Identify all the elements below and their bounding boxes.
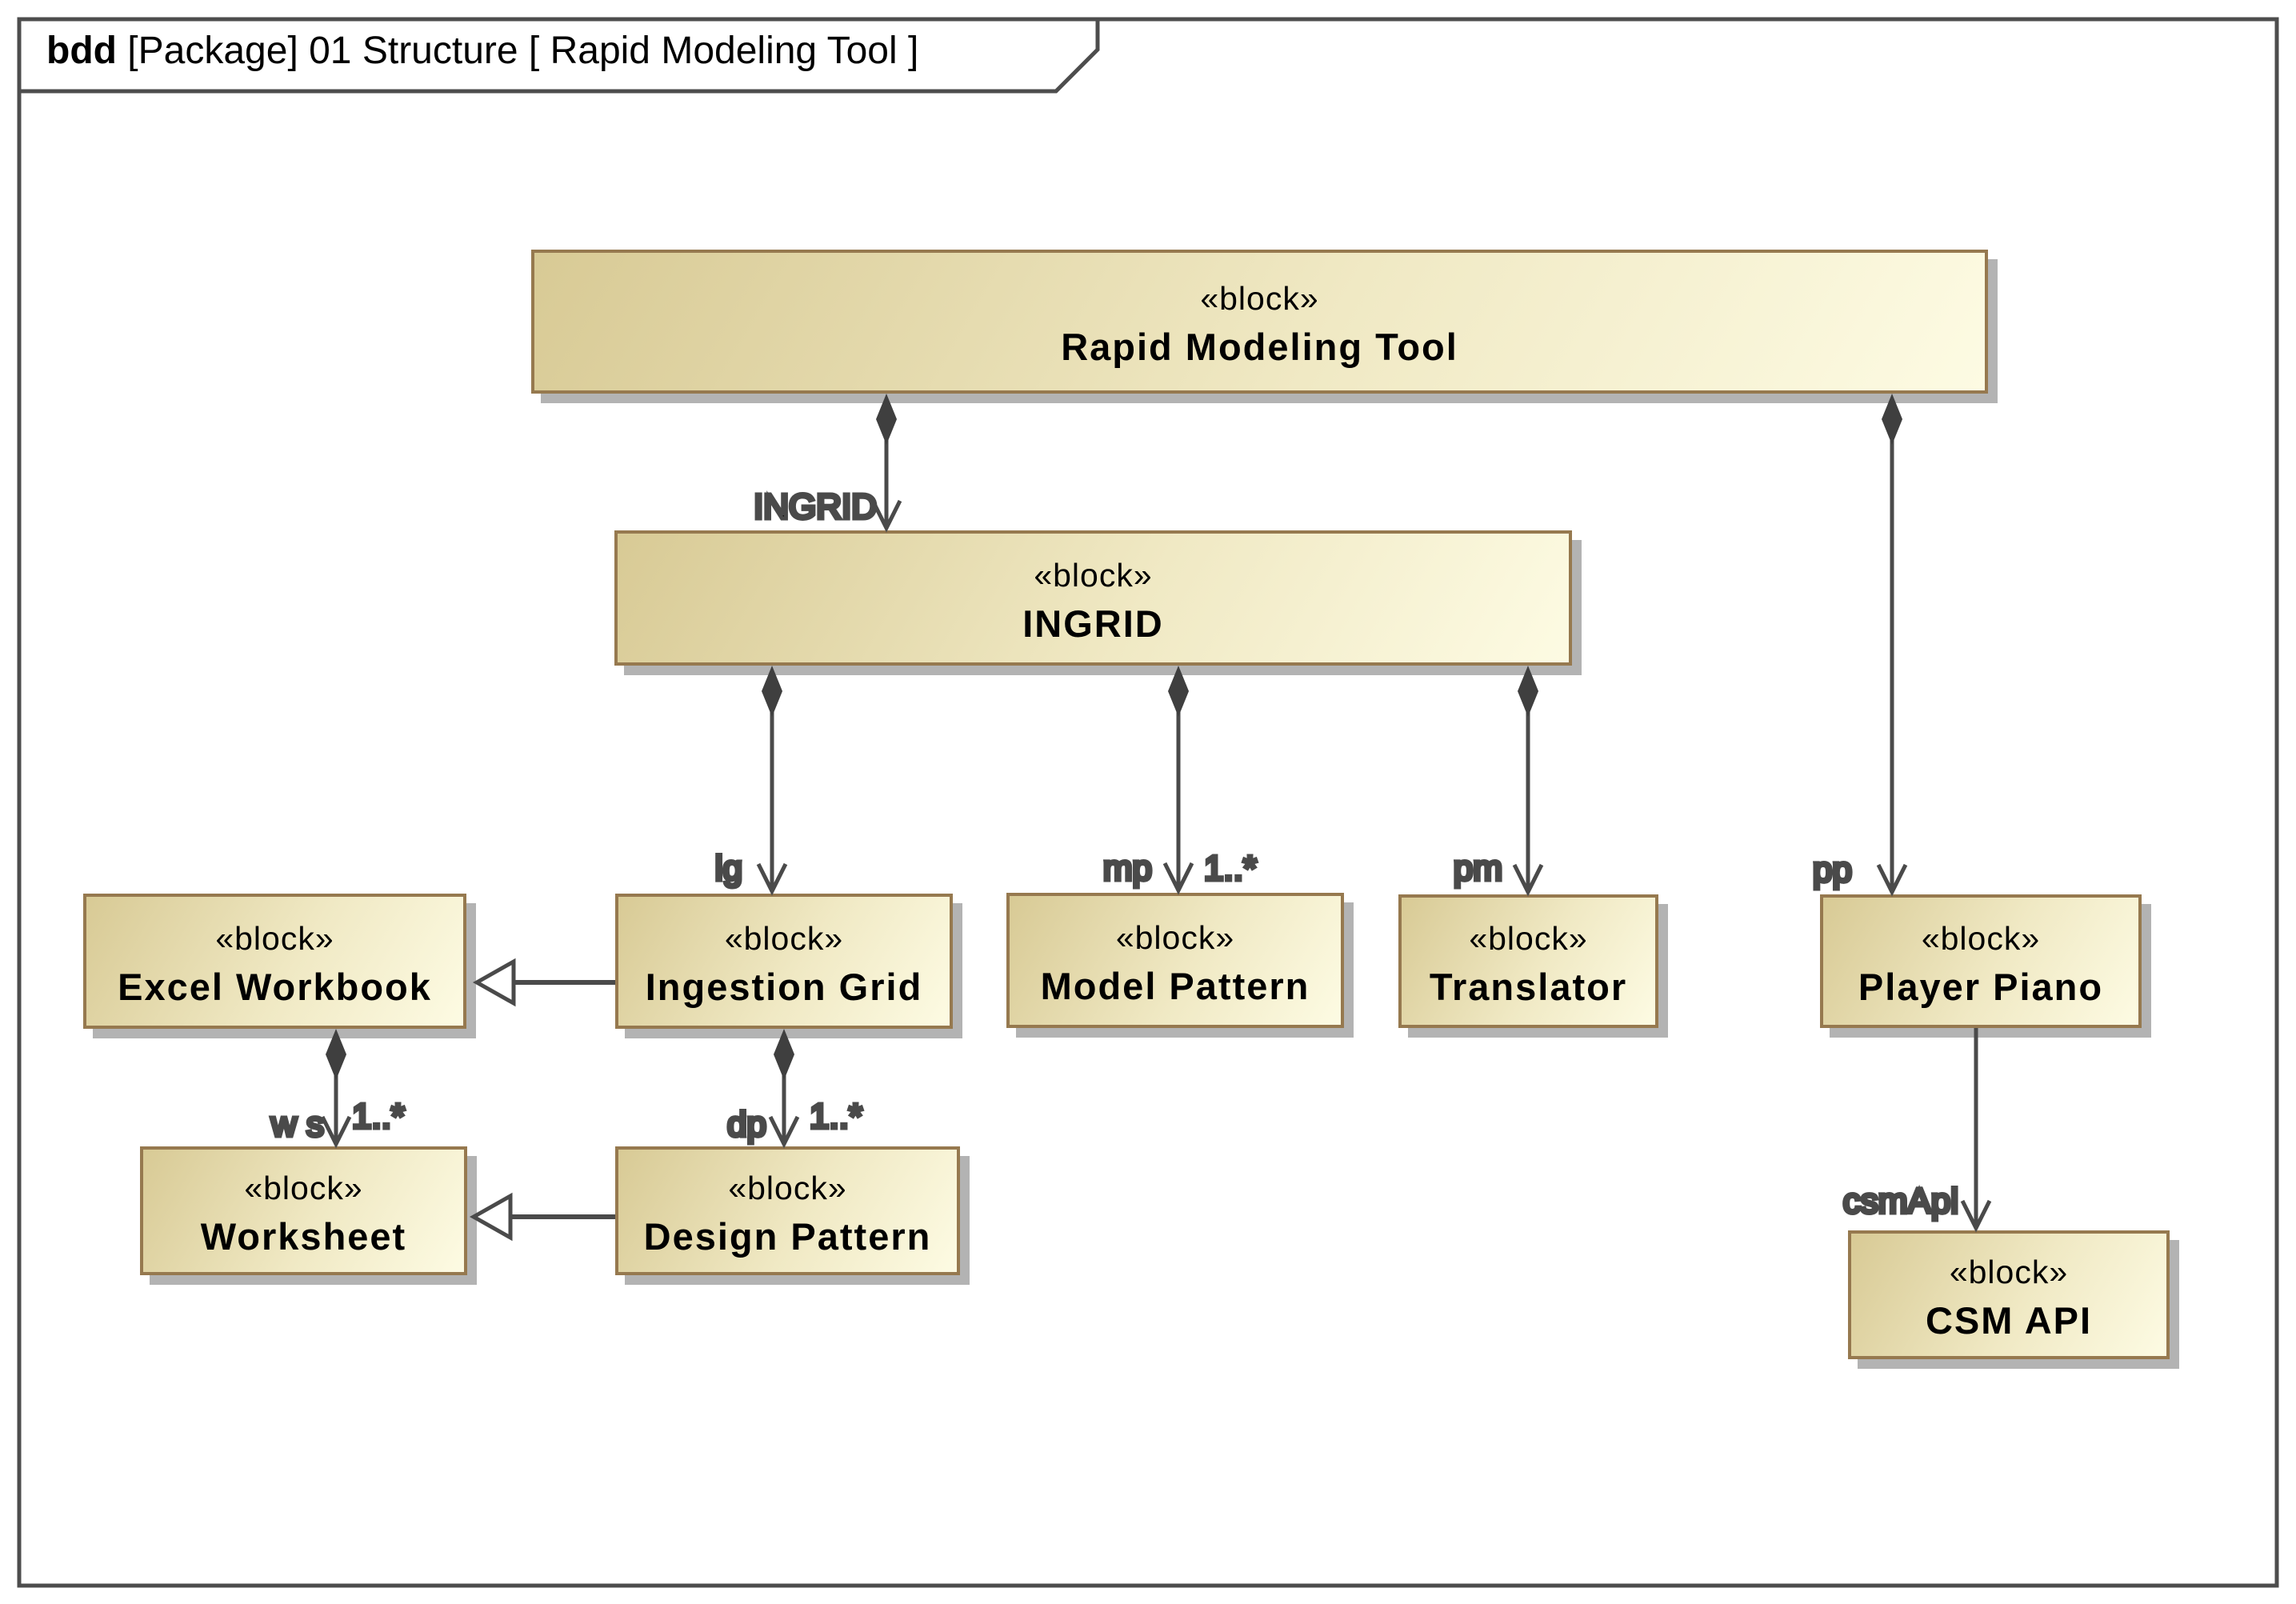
block-name: Excel Workbook <box>118 965 432 1008</box>
composition-diamond <box>1518 666 1538 717</box>
connector-excel-workbook-to-worksheet[interactable]: w s 1..* <box>269 1029 407 1149</box>
connector-ingrid-to-ingestion-grid[interactable]: ig <box>713 666 788 896</box>
connector-role-label: dp <box>727 1105 766 1144</box>
block-csm-api[interactable]: «block» CSM API <box>1848 1230 2170 1359</box>
block-name: Ingestion Grid <box>645 965 923 1008</box>
block-excel-workbook[interactable]: «block» Excel Workbook <box>83 894 466 1029</box>
block-stereotype: «block» <box>724 919 844 957</box>
open-arrowhead <box>320 1115 352 1149</box>
block-stereotype: «block» <box>1115 918 1235 956</box>
block-name: Model Pattern <box>1040 964 1310 1007</box>
generalization-triangle <box>469 1192 513 1242</box>
composition-diamond <box>762 666 782 717</box>
block-ingrid[interactable]: «block» INGRID <box>614 530 1572 666</box>
connector-ingrid-to-translator[interactable]: pm <box>1451 666 1544 897</box>
block-ingestion-grid[interactable]: «block» Ingestion Grid <box>615 894 953 1029</box>
block-name: Player Piano <box>1858 965 2104 1008</box>
open-arrowhead <box>1512 863 1544 897</box>
block-name: Design Pattern <box>643 1214 932 1258</box>
block-stereotype: «block» <box>244 1169 363 1206</box>
block-stereotype: «block» <box>1200 280 1319 317</box>
block-model-pattern[interactable]: «block» Model Pattern <box>1006 893 1344 1028</box>
composition-diamond <box>326 1029 346 1080</box>
block-name: Worksheet <box>200 1214 407 1258</box>
connector-multiplicity-label: 1..* <box>810 1097 862 1136</box>
composition-diamond <box>1168 666 1189 717</box>
connector-rmt-to-ingrid[interactable]: INGRID <box>752 394 902 533</box>
block-name: Translator <box>1429 965 1628 1008</box>
frame-border <box>17 17 2279 1588</box>
connector-ingestion-grid-to-design-pattern[interactable]: dp 1..* <box>726 1029 865 1149</box>
connector-multiplicity-label: 1..* <box>1204 849 1257 888</box>
connector-role-label: ig <box>715 849 742 888</box>
open-arrowhead <box>870 499 902 533</box>
connector-ingestion-grid-gen-excel-workbook[interactable] <box>472 958 615 1007</box>
connector-ingrid-to-model-pattern[interactable]: mp 1..* <box>1101 666 1259 895</box>
connector-role-label: w s <box>270 1105 324 1144</box>
block-stereotype: «block» <box>1949 1253 2069 1290</box>
block-stereotype: «block» <box>728 1169 847 1206</box>
open-arrowhead <box>1876 863 1908 897</box>
composition-diamond <box>1882 394 1902 445</box>
connector-role-label: pm <box>1454 849 1502 888</box>
connector-role-label: csmApi <box>1843 1182 1958 1221</box>
connector-role-label: INGRID <box>754 487 877 526</box>
composition-diamond <box>774 1029 794 1080</box>
open-arrowhead <box>1162 862 1194 895</box>
connector-rmt-to-player-piano[interactable]: pp <box>1811 394 1908 897</box>
connector-player-piano-to-csm-api[interactable]: csmApi <box>1841 1028 1992 1233</box>
open-arrowhead <box>768 1115 800 1149</box>
frame-label: bdd [Package] 01 Structure [ Rapid Model… <box>46 30 918 73</box>
block-worksheet[interactable]: «block» Worksheet <box>140 1146 467 1275</box>
frame-keyword: bdd <box>46 30 117 72</box>
frame-title-text: [Package] 01 Structure [ Rapid Modeling … <box>116 30 919 72</box>
block-stereotype: «block» <box>1469 919 1588 957</box>
connector-design-pattern-gen-worksheet[interactable] <box>469 1192 615 1242</box>
block-player-piano[interactable]: «block» Player Piano <box>1820 894 2142 1028</box>
generalization-triangle <box>472 958 516 1007</box>
block-name: INGRID <box>1022 602 1164 645</box>
block-design-pattern[interactable]: «block» Design Pattern <box>615 1146 960 1275</box>
connector-role-label: mp <box>1103 849 1152 888</box>
block-stereotype: «block» <box>1921 919 2041 957</box>
connector-role-label: pp <box>1813 850 1852 890</box>
block-rapid-modeling-tool[interactable]: «block» Rapid Modeling Tool <box>531 250 1988 394</box>
block-name: Rapid Modeling Tool <box>1061 326 1458 368</box>
block-stereotype: «block» <box>215 919 334 957</box>
connector-multiplicity-label: 1..* <box>352 1097 405 1136</box>
block-stereotype: «block» <box>1034 556 1153 594</box>
frame-title-tab <box>17 17 1100 94</box>
open-arrowhead <box>1960 1199 1992 1233</box>
block-translator[interactable]: «block» Translator <box>1398 894 1658 1028</box>
block-name: CSM API <box>1925 1298 2093 1342</box>
composition-diamond <box>876 394 897 445</box>
open-arrowhead <box>756 862 788 896</box>
